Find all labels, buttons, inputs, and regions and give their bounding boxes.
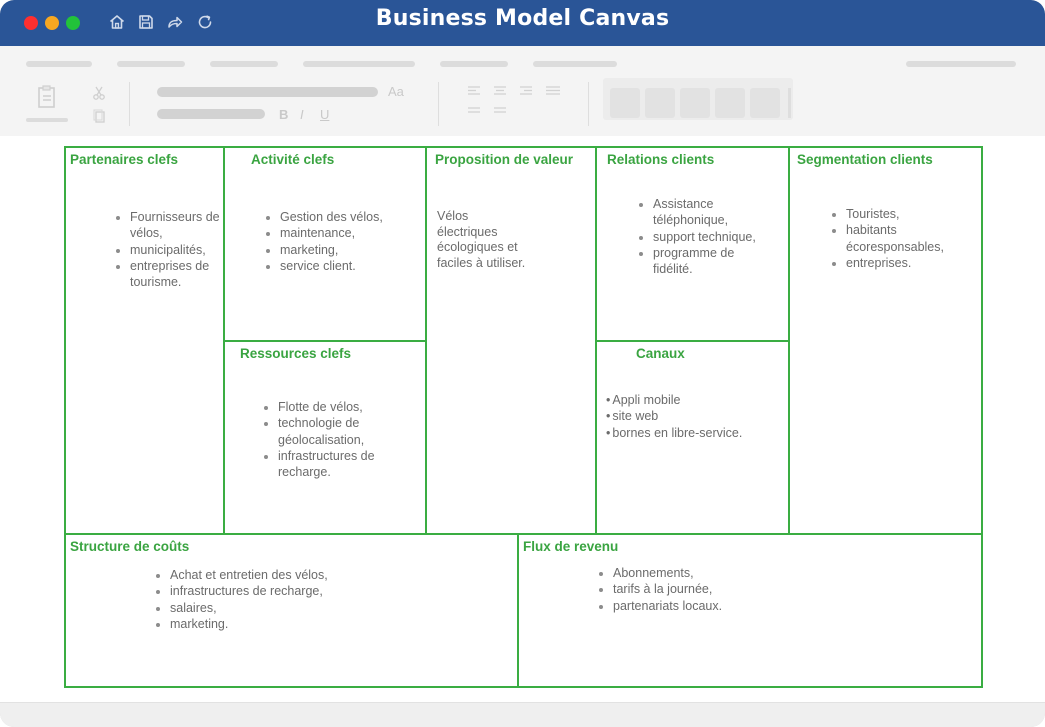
cell-costs: Structure de coûts Achat et entretien de… — [64, 533, 519, 688]
list-item: bornes en libre-service. — [606, 425, 786, 441]
list-item: municipalités, — [130, 242, 230, 258]
ribbon-separator — [588, 82, 589, 126]
home-icon[interactable] — [108, 13, 126, 31]
paste-label-bar — [26, 118, 68, 122]
cell-title: Flux de revenu — [523, 539, 619, 554]
list-item: Touristes, — [846, 206, 966, 222]
partners-list: Fournisseurs de vélos, municipalités, en… — [108, 209, 230, 290]
cell-channels: Canaux Appli mobile site web bornes en l… — [595, 340, 790, 535]
list-item: Flotte de vélos, — [278, 399, 408, 415]
relations-list: Assistance téléphonique, support techniq… — [631, 196, 773, 277]
ribbon-tab[interactable] — [26, 61, 92, 67]
cell-revenue: Flux de revenu Abonnements, tarifs à la … — [517, 533, 983, 688]
channels-list: Appli mobile site web bornes en libre-se… — [606, 392, 786, 441]
cell-title: Canaux — [636, 346, 685, 361]
cell-value-proposition: Proposition de valeur Vélos électriques … — [425, 146, 597, 535]
style-swatch[interactable] — [715, 88, 745, 118]
ribbon-tab[interactable] — [906, 61, 1016, 67]
costs-list: Achat et entretien des vélos, infrastruc… — [148, 567, 390, 632]
list-item: salaires, — [170, 600, 390, 616]
resources-list: Flotte de vélos, technologie de géolocal… — [256, 399, 408, 480]
cell-activities: Activité clefs Gestion des vélos, mainte… — [223, 146, 427, 342]
font-name-select[interactable] — [157, 87, 378, 97]
list-item: Achat et entretien des vélos, — [170, 567, 390, 583]
cell-segments: Segmentation clients Touristes, habitant… — [788, 146, 983, 535]
maximize-button[interactable] — [66, 16, 80, 30]
window-title: Business Model Canvas — [375, 6, 670, 31]
list-item: Assistance téléphonique, — [653, 196, 773, 229]
cell-resources: Ressources clefs Flotte de vélos, techno… — [223, 340, 427, 535]
share-icon[interactable] — [166, 13, 184, 31]
font-size-select[interactable] — [157, 109, 265, 119]
style-swatch[interactable] — [645, 88, 675, 118]
save-icon[interactable] — [137, 13, 155, 31]
cell-partners: Partenaires clefs Fournisseurs de vélos,… — [64, 146, 225, 535]
style-swatch[interactable] — [610, 88, 640, 118]
cell-title: Ressources clefs — [240, 346, 352, 361]
ribbon-separator — [129, 82, 130, 126]
cell-title: Proposition de valeur — [435, 152, 574, 167]
bold-button[interactable]: B — [279, 107, 289, 122]
copy-icon[interactable] — [92, 109, 106, 123]
ribbon-tab[interactable] — [533, 61, 617, 67]
activities-list: Gestion des vélos, maintenance, marketin… — [258, 209, 430, 274]
list-item: technologie de géolocalisation, — [278, 415, 408, 448]
list-item: habitants écoresponsables, — [846, 222, 966, 255]
ribbon-toolbar: Aa B I U — [0, 46, 1045, 136]
list-item: Fournisseurs de vélos, — [130, 209, 230, 242]
list-item: Gestion des vélos, — [280, 209, 430, 225]
list-item: service client. — [280, 258, 430, 274]
ribbon-tab[interactable] — [210, 61, 278, 67]
style-swatch[interactable] — [680, 88, 710, 118]
list-item: maintenance, — [280, 225, 430, 241]
refresh-icon[interactable] — [196, 13, 214, 31]
list-item: programme de fidélité. — [653, 245, 773, 278]
list-item: Appli mobile — [606, 392, 786, 408]
gallery-scroll[interactable] — [788, 88, 791, 118]
cell-title: Partenaires clefs — [70, 152, 179, 167]
cell-title: Structure de coûts — [70, 539, 190, 554]
cell-title: Segmentation clients — [797, 152, 933, 167]
list-item: partenariats locaux. — [613, 598, 793, 614]
title-bar: Business Model Canvas — [0, 0, 1045, 46]
list-item: site web — [606, 408, 786, 424]
list-item: support technique, — [653, 229, 773, 245]
revenue-list: Abonnements, tarifs à la journée, parten… — [591, 565, 793, 614]
close-button[interactable] — [24, 16, 38, 30]
list-item: tarifs à la journée, — [613, 581, 793, 597]
list-item: infrastructures de recharge. — [278, 448, 408, 481]
list-item: marketing. — [170, 616, 390, 632]
underline-button[interactable]: U — [320, 107, 330, 122]
segments-list: Touristes, habitants écoresponsables, en… — [824, 206, 966, 271]
value-text: Vélos électriques écologiques et faciles… — [437, 209, 526, 270]
style-swatch[interactable] — [750, 88, 780, 118]
list-item: infrastructures de recharge, — [170, 583, 390, 599]
ribbon-tab[interactable] — [303, 61, 415, 67]
ribbon-tab[interactable] — [440, 61, 508, 67]
cell-relations: Relations clients Assistance téléphoniqu… — [595, 146, 790, 342]
list-item: marketing, — [280, 242, 430, 258]
align-icons[interactable] — [466, 84, 566, 120]
paste-icon[interactable] — [36, 84, 60, 110]
status-bar — [0, 702, 1045, 727]
font-size-icon[interactable]: Aa — [388, 84, 404, 99]
minimize-button[interactable] — [45, 16, 59, 30]
ribbon-tab[interactable] — [117, 61, 185, 67]
ribbon-separator — [438, 82, 439, 126]
cut-icon[interactable] — [92, 86, 106, 100]
cell-title: Activité clefs — [251, 152, 335, 167]
list-item: Abonnements, — [613, 565, 793, 581]
list-item: entreprises. — [846, 255, 966, 271]
cell-title: Relations clients — [607, 152, 715, 167]
list-item: entreprises de tourisme. — [130, 258, 230, 291]
italic-button[interactable]: I — [300, 107, 304, 122]
